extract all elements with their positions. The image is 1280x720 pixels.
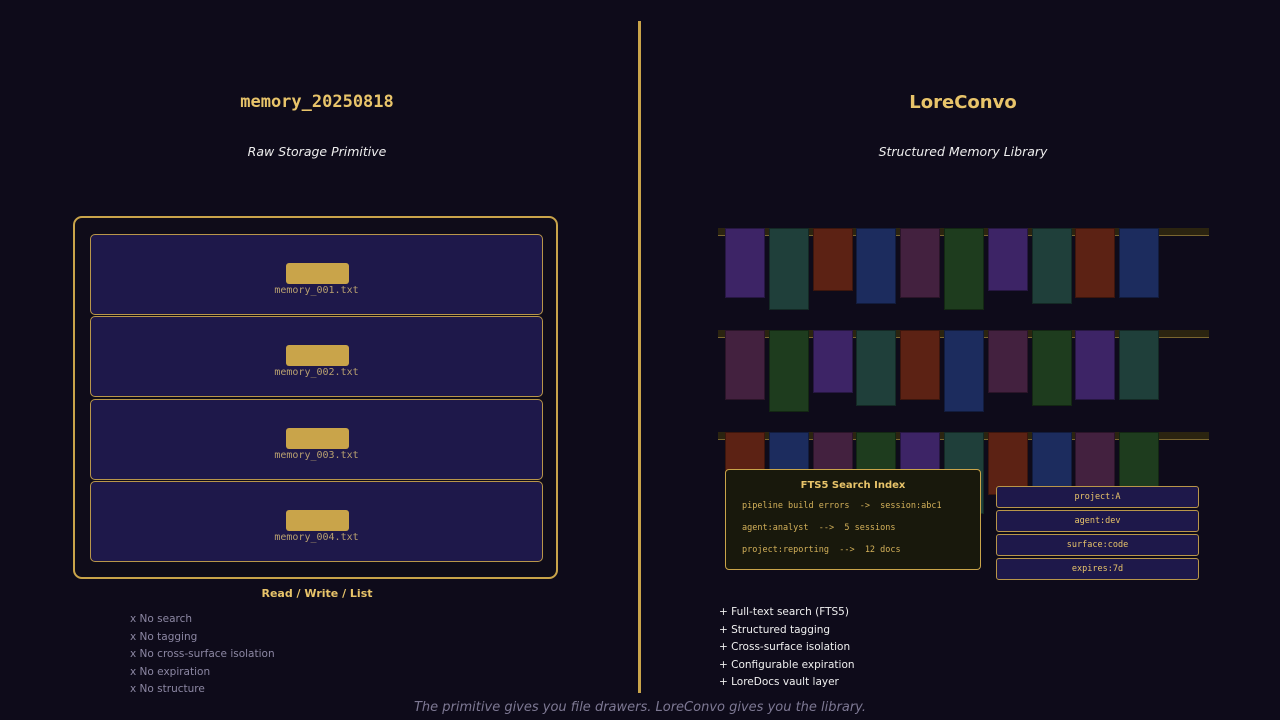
book-spine bbox=[944, 228, 984, 310]
tag-chip: agent:dev bbox=[996, 510, 1199, 532]
drawer-1: memory_001.txt bbox=[90, 234, 543, 315]
features-list: + Full-text search (FTS5) + Structured t… bbox=[719, 605, 855, 693]
limitation-item: x No structure bbox=[130, 683, 205, 695]
book-spine bbox=[768, 228, 809, 310]
drawer-4: memory_004.txt bbox=[90, 481, 543, 562]
book-spine bbox=[768, 330, 809, 412]
book-spine bbox=[1075, 330, 1116, 400]
fts5-index-entry: pipeline build errors -> session:abc1 bbox=[742, 501, 942, 511]
book-spine bbox=[987, 228, 1028, 291]
limitation-item: x No cross-surface isolation bbox=[130, 648, 275, 660]
book-spine bbox=[1119, 228, 1160, 298]
book-spine bbox=[856, 228, 897, 304]
drawer-handle bbox=[286, 428, 349, 449]
limitation-item: x No tagging bbox=[130, 630, 198, 643]
feature-item: + LoreDocs vault layer bbox=[719, 676, 839, 688]
tag-chip: project:A bbox=[996, 486, 1199, 508]
tag-chip: expires:7d bbox=[996, 558, 1199, 580]
limitations-list: x No search x No tagging x No cross-surf… bbox=[130, 612, 275, 700]
limitation-item: x No search bbox=[130, 613, 193, 625]
book-spine bbox=[812, 330, 853, 393]
drawer-label: memory_002.txt bbox=[274, 367, 359, 378]
primitive-subtitle: Raw Storage Primitive bbox=[247, 144, 387, 159]
library-subtitle: Structured Memory Library bbox=[878, 144, 1048, 159]
tag-chip: surface:code bbox=[996, 534, 1199, 556]
drawer-label: memory_004.txt bbox=[274, 532, 359, 543]
feature-item: + Structured tagging bbox=[719, 623, 831, 636]
book-spine bbox=[900, 228, 941, 298]
feature-item: + Cross-surface isolation bbox=[719, 641, 851, 653]
drawer-label: memory_001.txt bbox=[274, 285, 359, 296]
drawer-handle bbox=[286, 263, 349, 284]
feature-item: + Configurable expiration bbox=[719, 658, 855, 671]
book-spine bbox=[725, 330, 765, 400]
book-spine bbox=[1031, 228, 1072, 304]
book-spine bbox=[987, 330, 1028, 393]
drawer-2: memory_002.txt bbox=[90, 316, 543, 397]
primitive-title: memory_20250818 bbox=[240, 92, 394, 112]
library-title: LoreConvo bbox=[909, 92, 1017, 113]
book-spine bbox=[812, 228, 853, 291]
book-spine bbox=[944, 330, 984, 412]
book-spine bbox=[987, 432, 1028, 495]
drawer-handle bbox=[286, 345, 349, 366]
limitation-item: x No expiration bbox=[130, 665, 211, 678]
primitive-operations: Read / Write / List bbox=[261, 587, 373, 600]
fts5-index-panel: FTS5 Search Index pipeline build errors … bbox=[725, 469, 981, 570]
book-spine bbox=[856, 330, 897, 406]
fts5-index-entry: agent:analyst --> 5 sessions bbox=[742, 523, 896, 533]
drawer-3: memory_003.txt bbox=[90, 399, 543, 480]
book-spine bbox=[725, 228, 765, 298]
fts5-index-title: FTS5 Search Index bbox=[800, 480, 906, 491]
book-spine bbox=[1075, 228, 1116, 298]
feature-item: + Full-text search (FTS5) bbox=[719, 606, 849, 618]
book-spine bbox=[1119, 330, 1160, 400]
fts5-index-entry: project:reporting --> 12 docs bbox=[742, 545, 901, 555]
footer-caption: The primitive gives you file drawers. Lo… bbox=[413, 700, 867, 715]
center-divider bbox=[638, 21, 641, 693]
drawer-label: memory_003.txt bbox=[274, 450, 359, 461]
book-spine bbox=[900, 330, 941, 400]
book-spine bbox=[1031, 330, 1072, 406]
drawer-handle bbox=[286, 510, 349, 531]
